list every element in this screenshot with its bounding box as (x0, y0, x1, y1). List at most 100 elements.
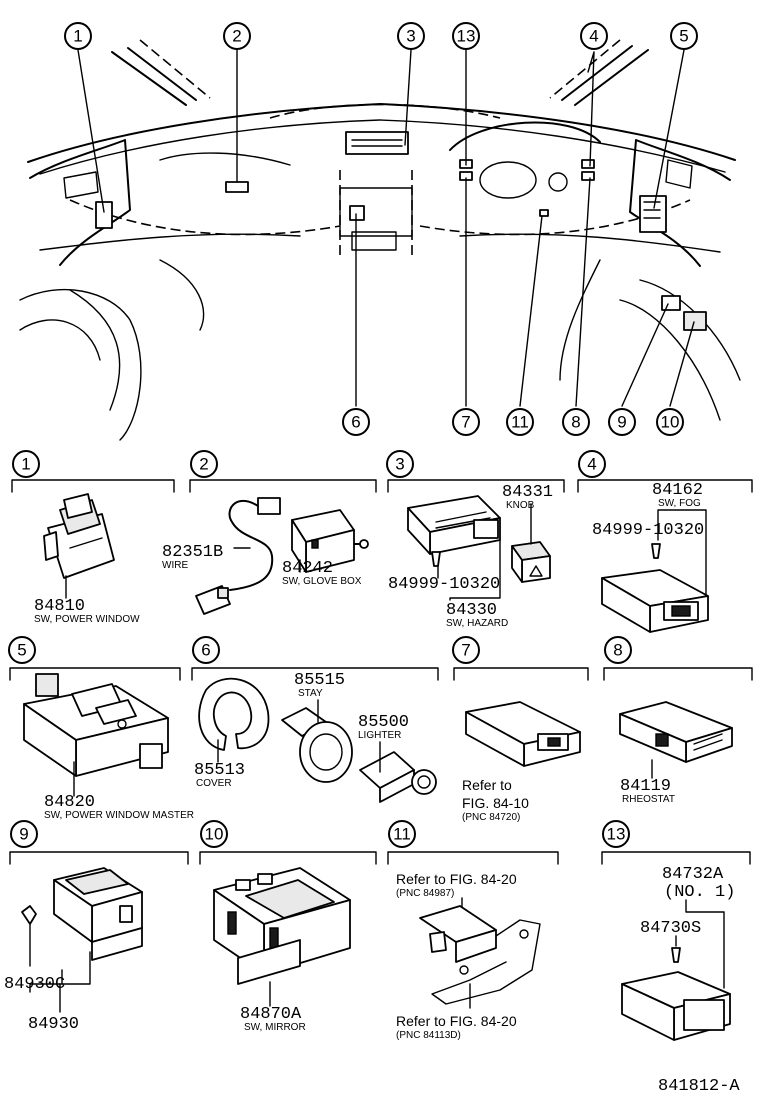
label-parts-p84810: 84810 (34, 597, 85, 616)
dashboard-overview (19, 39, 741, 441)
label-callouts-c11: 11 (511, 413, 529, 432)
stay-drawing (281, 707, 353, 783)
callout-7: 7 (452, 408, 480, 436)
callout-5: 5 (670, 22, 698, 50)
label-callouts-c6: 6 (201, 641, 210, 660)
label-parts-p85500: 85500 (358, 713, 409, 732)
section-5: 5 84820 SW, POWER WINDOW MASTER (8, 636, 194, 821)
label-parts-p85513: 85513 (194, 761, 245, 780)
label-parts-p84930: 84930 (28, 1015, 79, 1034)
label-parts-p84330-desc: SW, HAZARD (446, 618, 508, 629)
mirror-switch-10-drawing (213, 867, 351, 985)
section-8: 8 84119 RHEOSTAT (603, 636, 753, 805)
label-callouts-c5: 5 (17, 641, 26, 660)
label-parts-p85515: 85515 (294, 671, 345, 690)
label-callouts-c13: 13 (607, 825, 626, 844)
label-parts-p84732a: 84732A (662, 865, 724, 884)
label-parts-p84331: 84331 (502, 483, 553, 502)
label-parts-p84162-desc: SW, FOG (658, 498, 701, 509)
callout-9: 9 (608, 408, 636, 436)
rheostat-drawing (619, 701, 733, 763)
label-callouts-c3: 3 (395, 455, 404, 474)
figure-id: 841812-A (658, 1077, 740, 1096)
fog-switch-drawing (601, 569, 709, 633)
label-parts-p84732a-no: (NO. 1) (664, 883, 735, 902)
label-callouts-c13: 13 (457, 27, 476, 46)
dashboard-leaders (77, 49, 695, 407)
section-7: 7 Refer to FIG. 84-10 (PNC 84720) (452, 636, 589, 823)
label-callouts-c10: 10 (205, 825, 224, 844)
mirror-switch-9-drawing (53, 867, 143, 961)
label-refs-r11b: Refer to FIG. 84-20 (396, 1013, 517, 1029)
callout-4: 4 (580, 22, 608, 50)
section-9: 9 84930C 84930 (4, 820, 189, 1034)
label-parts-p84999b: 84999-10320 (592, 521, 704, 540)
section-1: 1 84810 SW, POWER WINDOW (11, 450, 175, 625)
wire-drawing (195, 497, 281, 615)
label-parts-p84930c: 84930C (4, 975, 65, 994)
label-parts-p84119: 84119 (620, 777, 671, 796)
label-parts-p84730s: 84730S (640, 919, 701, 938)
label-callouts-c2: 2 (199, 455, 208, 474)
label-parts-p84242: 84242 (282, 559, 333, 578)
label-callouts-c8: 8 (613, 641, 622, 660)
label-parts-p84119-desc: RHEOSTAT (622, 794, 675, 805)
label-refs-r11a-pnc: (PNC 84987) (396, 888, 454, 899)
cover-drawing (198, 677, 270, 751)
label-refs-r11a: Refer to FIG. 84-20 (396, 871, 517, 887)
label-parts-p84870a-desc: SW, MIRROR (244, 1022, 306, 1033)
label-callouts-c3: 3 (406, 27, 415, 46)
label-callouts-c8: 8 (571, 413, 580, 432)
callout-11: 11 (506, 408, 534, 436)
label-parts-p85515-desc: STAY (298, 688, 323, 699)
hazard-switch-drawing (407, 495, 501, 555)
callout-2: 2 (223, 22, 251, 50)
label-refs-r7-line1: Refer to (462, 777, 512, 793)
label-callouts-c6: 6 (351, 413, 360, 432)
label-callouts-c2: 2 (232, 27, 241, 46)
callout-3: 3 (397, 22, 425, 50)
section-2: 2 82351B WIRE 84242 SW, GLOVE BOX (162, 450, 377, 615)
label-callouts-c4: 4 (589, 27, 598, 46)
label-parts-p84330: 84330 (446, 601, 497, 620)
label-callouts-c9: 9 (617, 413, 626, 432)
section-13: 13 84732A (NO. 1) 84730S (601, 820, 751, 1041)
screw-drawing (431, 551, 441, 567)
callout-13: 13 (452, 22, 480, 50)
callout-6: 6 (342, 408, 370, 436)
label-parts-p82351b: 82351B (162, 543, 223, 562)
label-refs-r7-line2: FIG. 84-10 (462, 795, 529, 811)
label-callouts-c7: 7 (461, 641, 470, 660)
label-refs-r11b-pnc: (PNC 84113D) (396, 1030, 461, 1041)
label-parts-p84820: 84820 (44, 793, 95, 812)
label-parts-p84999a: 84999-10320 (388, 575, 500, 594)
label-parts-p82351b-desc: WIRE (162, 560, 188, 571)
label-callouts-c5: 5 (679, 27, 688, 46)
label-refs-r7-pnc: (PNC 84720) (462, 812, 520, 823)
label-callouts-c11: 11 (393, 825, 411, 844)
top-callouts: 1 2 3 13 4 5 (64, 22, 698, 50)
lighter-drawing (359, 751, 437, 803)
label-parts-p84162: 84162 (652, 481, 703, 500)
power-window-switch-drawing (43, 493, 115, 579)
callout-1: 1 (64, 22, 92, 50)
label-parts-p84870a: 84870A (240, 1005, 302, 1024)
section-4: 4 84162 SW, FOG 84999-10320 (577, 450, 753, 633)
label-callouts-c10: 10 (661, 413, 680, 432)
section-10: 10 84870A SW, MIRROR (199, 820, 377, 1033)
label-parts-p84810-desc: SW, POWER WINDOW (34, 614, 140, 625)
switch-13-drawing (621, 971, 731, 1041)
label-callouts-c7: 7 (461, 413, 470, 432)
section-11: 11 Refer to FIG. 84-20 (PNC 84987) Refer… (387, 820, 559, 1041)
section-6: 6 85515 STAY 85500 LIGHTER 85513 COVER (191, 636, 439, 803)
hazard-knob-drawing (511, 541, 551, 583)
label-callouts-c1: 1 (21, 455, 30, 474)
clip-drawing (21, 905, 37, 925)
label-callouts-c4: 4 (587, 455, 596, 474)
label-parts-p84331-desc: KNOB (506, 500, 535, 511)
label-parts-p85500-desc: LIGHTER (358, 730, 401, 741)
label-callouts-c9: 9 (19, 825, 28, 844)
section-3: 3 84331 KNOB 84999-10320 84330 SW, HAZAR… (386, 450, 565, 629)
callout-8: 8 (562, 408, 590, 436)
power-window-master-drawing (23, 673, 169, 777)
